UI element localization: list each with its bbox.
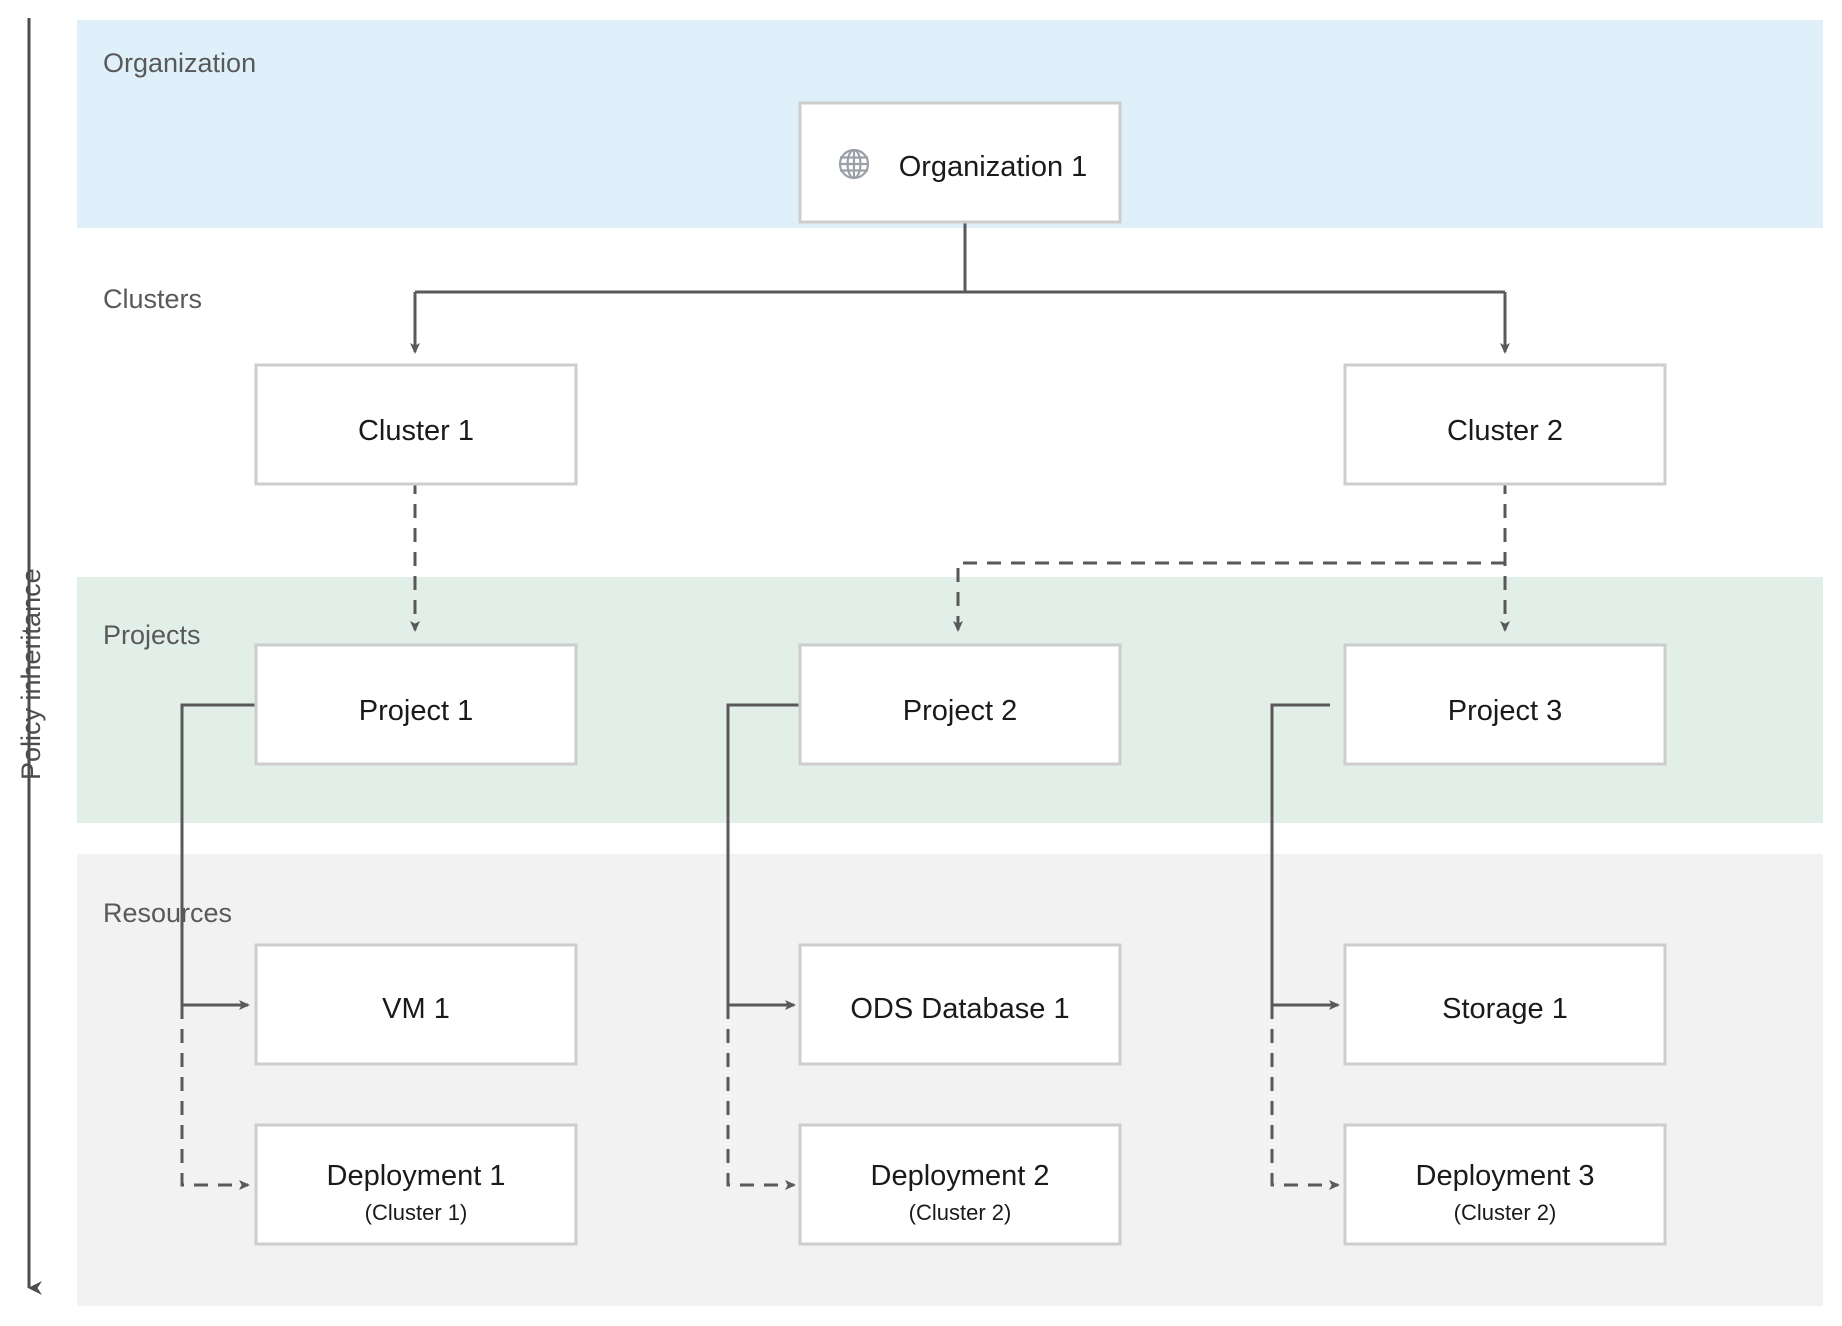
node-vm-1[interactable]: VM 1 (254, 943, 578, 1066)
node-label-storage-1: Storage 1 (1442, 993, 1568, 1025)
node-cluster-1[interactable]: Cluster 1 (254, 363, 578, 486)
band-label-resources: Resources (103, 898, 232, 928)
band-label-organization: Organization (103, 48, 256, 78)
node-deployment-2[interactable]: Deployment 2 (Cluster 2) (798, 1123, 1122, 1246)
edge-project1-to-resources (180, 703, 256, 1190)
node-label-organization-1: Organization 1 (899, 151, 1088, 183)
node-label-vm-1: VM 1 (382, 993, 450, 1025)
band-label-clusters: Clusters (103, 284, 202, 314)
node-storage-1[interactable]: Storage 1 (1343, 943, 1667, 1066)
policy-inheritance-axis: Policy inheritance (16, 18, 46, 1295)
node-label-cluster-2: Cluster 2 (1447, 415, 1563, 447)
edge-project2-to-resources (726, 703, 800, 1190)
band-label-projects: Projects (103, 620, 201, 650)
edge-project3-to-resources (1270, 703, 1340, 1190)
node-deployment-3[interactable]: Deployment 3 (Cluster 2) (1343, 1123, 1667, 1246)
node-label-deployment-3: Deployment 3 (1416, 1160, 1595, 1192)
node-cluster-2[interactable]: Cluster 2 (1343, 363, 1667, 486)
node-project-2[interactable]: Project 2 (798, 643, 1122, 766)
node-organization-1[interactable]: Organization 1 (798, 101, 1122, 224)
node-label-cluster-1: Cluster 1 (358, 415, 474, 447)
node-project-1[interactable]: Project 1 (254, 643, 578, 766)
node-label-deployment-1: Deployment 1 (327, 1160, 506, 1192)
node-deployment-1[interactable]: Deployment 1 (Cluster 1) (254, 1123, 578, 1246)
node-label-project-2: Project 2 (903, 695, 1017, 727)
node-sublabel-deployment-3: (Cluster 2) (1454, 1200, 1557, 1225)
globe-icon (838, 148, 870, 180)
node-sublabel-deployment-2: (Cluster 2) (909, 1200, 1012, 1225)
node-sublabel-deployment-1: (Cluster 1) (365, 1200, 468, 1225)
node-ods-database-1[interactable]: ODS Database 1 (798, 943, 1122, 1066)
node-project-3[interactable]: Project 3 (1343, 643, 1667, 766)
node-label-project-1: Project 1 (359, 695, 473, 727)
edge-org-to-clusters (410, 222, 1510, 354)
policy-inheritance-label: Policy inheritance (16, 568, 46, 780)
node-label-project-3: Project 3 (1448, 695, 1562, 727)
node-label-ods-database-1: ODS Database 1 (850, 993, 1069, 1025)
node-label-deployment-2: Deployment 2 (871, 1160, 1050, 1192)
